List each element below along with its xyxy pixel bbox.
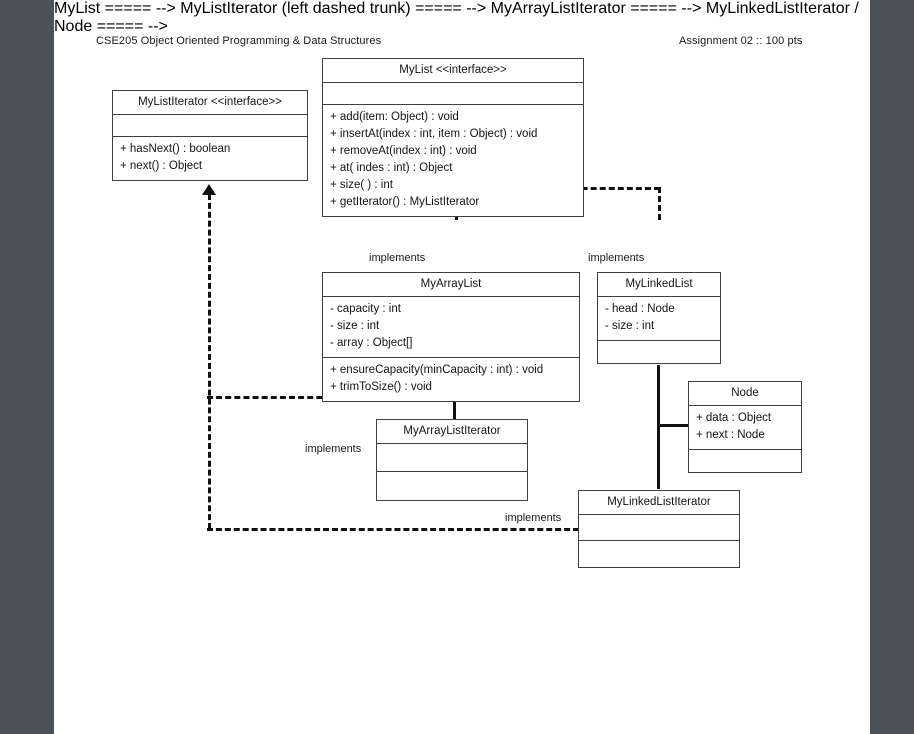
connector-mylinkedlist-node: [657, 424, 690, 427]
class-member-row: + next() : Object: [120, 160, 203, 172]
implements-drop-mylinkedlist: [658, 187, 661, 220]
class-title-node: Node: [731, 387, 759, 399]
class-attributes-mylistiterator: [113, 115, 307, 137]
class-methods-mylist: + add(item: Object) : void + insertAt(in…: [323, 105, 583, 216]
class-attributes-mylinkedlist: - head : Node - size : int: [598, 297, 720, 341]
uml-class-mylinkedlist[interactable]: MyLinkedList - head : Node - size : int: [597, 272, 721, 364]
class-title-myarraylist: MyArrayList: [420, 278, 482, 290]
class-methods-myarraylist: + ensureCapacity(minCapacity : int) : vo…: [323, 358, 579, 401]
class-title-myarraylistiterator: MyArrayListIterator: [403, 425, 501, 437]
class-attributes-myarraylist: - capacity : int - size : int - array : …: [323, 297, 579, 358]
uml-class-mylinkedlistiterator[interactable]: MyLinkedListIterator: [578, 490, 740, 568]
class-member-row: - capacity : int: [330, 303, 401, 315]
class-member-row: + ensureCapacity(minCapacity : int) : vo…: [330, 364, 544, 376]
class-attributes-mylist: [323, 83, 583, 105]
class-title-mylinkedlistiterator: MyLinkedListIterator: [607, 496, 711, 508]
uml-class-node[interactable]: Node + data : Object + next : Node: [688, 381, 802, 473]
class-member-row: + size( ) : int: [330, 179, 393, 191]
class-attributes-myarraylistiterator: [377, 444, 527, 472]
class-member-row: + hasNext() : boolean: [120, 143, 231, 155]
uml-class-mylistiterator[interactable]: MyListIterator <<interface>> + hasNext()…: [112, 90, 308, 181]
uml-class-mylist[interactable]: MyList <<interface>> + add(item: Object)…: [322, 58, 584, 217]
class-attributes-node: + data : Object + next : Node: [689, 406, 801, 450]
class-methods-myarraylistiterator: [377, 472, 527, 500]
relationship-label-mylinkedlist-implements: implements: [585, 252, 648, 264]
class-attributes-mylinkedlistiterator: [579, 515, 739, 541]
class-methods-mylinkedlist: [598, 341, 720, 363]
class-member-row: + add(item: Object) : void: [330, 111, 459, 123]
implements-trunk-mylistiterator: [207, 194, 211, 529]
implements-branch-mylinkedlistiterator: [207, 528, 579, 531]
class-member-row: + trimToSize() : void: [330, 381, 432, 393]
uml-class-myarraylist[interactable]: MyArrayList - capacity : int - size : in…: [322, 272, 580, 402]
implements-arrowhead-mylistiterator: [202, 184, 216, 195]
relationship-label-myarraylist-implements: implements: [366, 252, 429, 264]
class-title-mylist: MyList <<interface>>: [399, 64, 507, 76]
class-title-mylistiterator: MyListIterator <<interface>>: [138, 96, 282, 108]
class-title-mylinkedlist: MyLinkedList: [625, 278, 693, 290]
class-member-row: - array : Object[]: [330, 337, 413, 349]
class-methods-mylistiterator: + hasNext() : boolean + next() : Object: [113, 137, 307, 180]
class-member-row: + at( indes : int) : Object: [330, 162, 453, 174]
class-member-row: + insertAt(index : int, item : Object) :…: [330, 128, 538, 140]
class-member-row: + removeAt(index : int) : void: [330, 145, 477, 157]
class-member-row: + next : Node: [696, 429, 765, 441]
header-course-title: CSE205 Object Oriented Programming & Dat…: [96, 35, 382, 47]
relationship-label-myarraylistiterator-implements: implements: [302, 443, 365, 455]
class-member-row: - head : Node: [605, 303, 675, 315]
relationship-label-mylinkedlistiterator-implements: implements: [502, 512, 565, 524]
class-member-row: - size : int: [330, 320, 380, 332]
implements-branch-myarraylistiterator: [207, 396, 377, 399]
class-methods-node: [689, 450, 801, 472]
connector-mylinkedlist-chain: [657, 365, 660, 489]
document-page: CSE205 Object Oriented Programming & Dat…: [54, 0, 870, 734]
header-assignment-info: Assignment 02 :: 100 pts: [679, 35, 803, 47]
uml-class-myarraylistiterator[interactable]: MyArrayListIterator: [376, 419, 528, 501]
class-member-row: + getIterator() : MyListIterator: [330, 196, 480, 208]
connector-myarraylist-iterator: [453, 401, 456, 421]
class-member-row: + data : Object: [696, 412, 772, 424]
class-member-row: - size : int: [605, 320, 655, 332]
class-methods-mylinkedlistiterator: [579, 541, 739, 567]
